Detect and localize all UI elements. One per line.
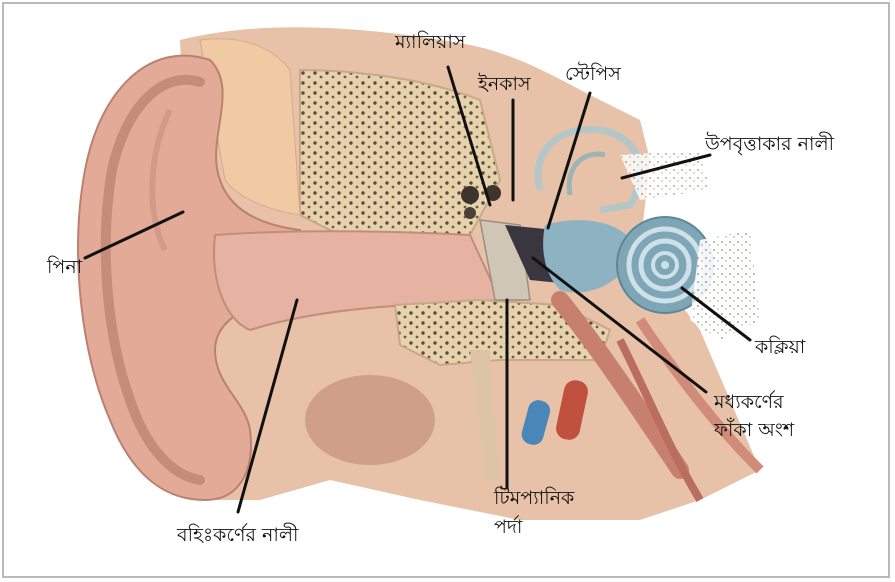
parotid-tissue xyxy=(305,375,435,465)
label-middle-ear-cavity-2: ফাঁকা অংশ xyxy=(714,420,794,442)
label-incus: ইনকাস xyxy=(478,74,531,96)
label-cochlea: কক্লিয়া xyxy=(755,337,805,359)
label-ear-canal: বহিঃকর্ণের নালী xyxy=(177,525,298,547)
petrous-bone xyxy=(690,230,760,340)
label-tympanic-1: টিমপ্যানিক xyxy=(494,488,574,510)
ossicle-small xyxy=(464,207,476,219)
ossicle-malleus xyxy=(461,186,479,204)
label-malleus: ম্যালিয়াস xyxy=(395,32,465,54)
label-stapes: স্টেপিস xyxy=(565,64,621,86)
label-semicircular-canal: উপবৃত্তাকার নালী xyxy=(705,134,834,156)
label-middle-ear-cavity-1: মধ্যকর্ণের xyxy=(714,392,784,414)
label-pinna: পিনা xyxy=(47,257,82,279)
label-tympanic-2: পর্দা xyxy=(494,517,522,539)
